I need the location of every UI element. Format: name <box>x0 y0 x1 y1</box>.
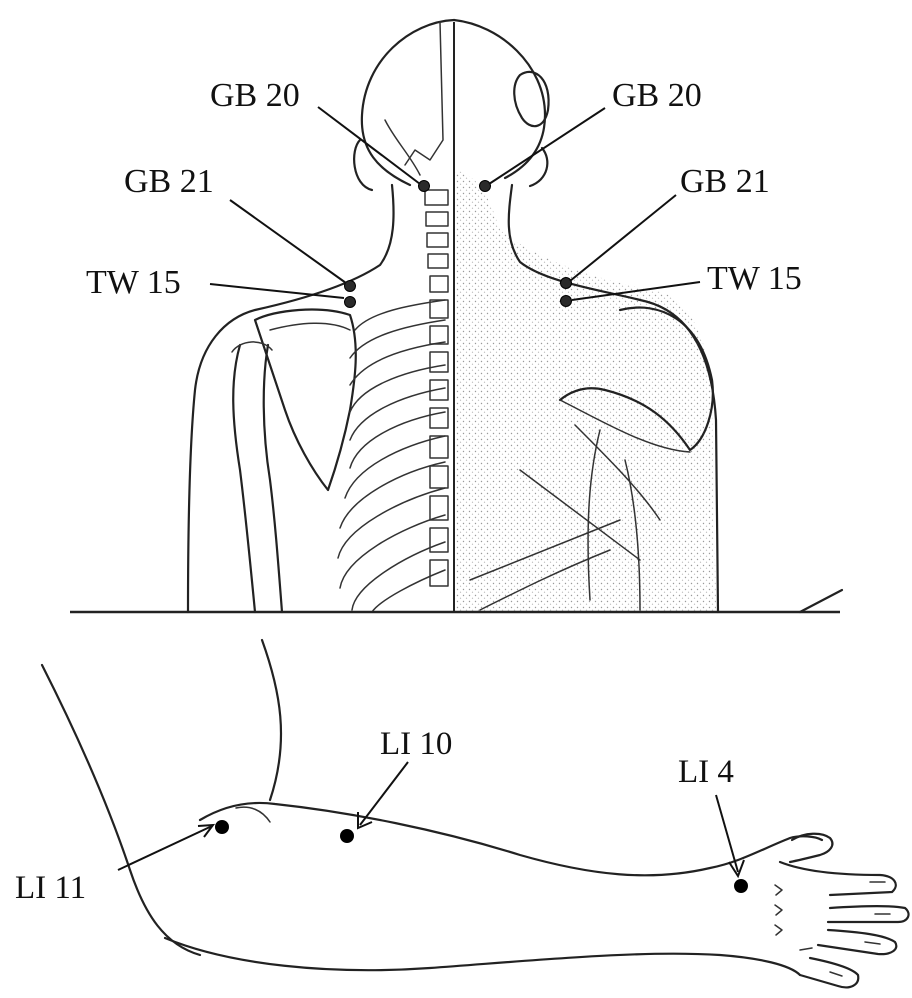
label-li11: LI 11 <box>15 870 86 906</box>
label-li4: LI 4 <box>678 754 734 790</box>
label-gb21-right: GB 21 <box>680 163 770 200</box>
ribcage <box>338 300 445 612</box>
li11-point <box>215 820 229 834</box>
arm-view-illustration: LI 11 LI 10 LI 4 <box>15 640 909 987</box>
gb20-left-point <box>419 181 430 192</box>
li10-point <box>340 829 354 843</box>
label-tw15-right: TW 15 <box>707 260 802 297</box>
tw15-right-point <box>561 296 572 307</box>
back-view-illustration: GB 20 GB 20 GB 21 GB 21 TW 15 TW 15 <box>70 20 842 612</box>
label-li10: LI 10 <box>380 726 452 762</box>
gb20-right-point <box>480 181 491 192</box>
gb21-right-point <box>561 278 572 289</box>
label-gb21-left: GB 21 <box>124 163 214 200</box>
label-gb20-right: GB 20 <box>612 77 702 114</box>
tw15-left-point <box>345 297 356 308</box>
li4-point <box>734 879 748 893</box>
label-tw15-left: TW 15 <box>86 264 181 301</box>
label-gb20-left: GB 20 <box>210 77 300 114</box>
